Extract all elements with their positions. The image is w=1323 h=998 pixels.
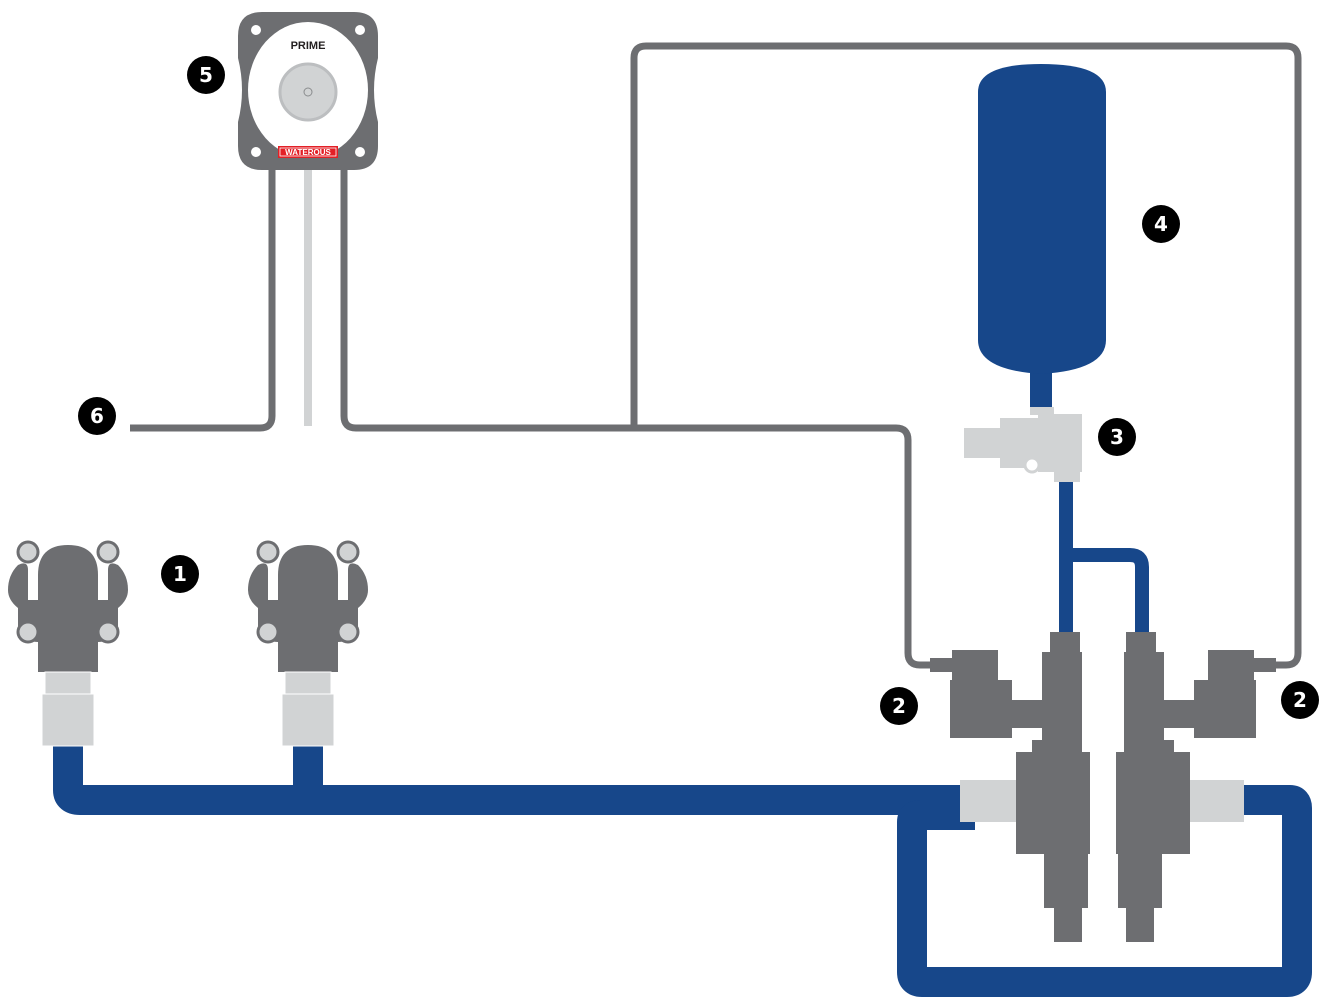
brand-plate (278, 146, 338, 158)
svg-text:4: 4 (1154, 212, 1168, 236)
air-line-vent-6 (130, 168, 276, 432)
screw-icon (251, 147, 261, 157)
screw-icon (355, 147, 365, 157)
return-loop-line (897, 785, 1312, 997)
bolt-icon (256, 620, 280, 644)
svg-text:2: 2 (1293, 688, 1307, 712)
valve-feed-lines (1059, 482, 1149, 635)
air-line-prime-to-valve (340, 168, 932, 669)
svg-text:1: 1 (173, 562, 187, 586)
brand-label: WATEROUS (285, 148, 331, 157)
callout-2-left: 2 (880, 687, 918, 725)
fitting-icon (41, 693, 95, 747)
callout-1: 1 (161, 555, 199, 593)
feed-line-right (1066, 548, 1149, 635)
callout-2-right: 2 (1281, 681, 1319, 719)
fitting-icon (281, 693, 335, 747)
prime-pushbutton[interactable] (278, 62, 338, 122)
prime-label: PRIME (291, 40, 326, 52)
svg-text:2: 2 (892, 694, 906, 718)
bolt-icon (16, 540, 40, 564)
intake-valve-2 (248, 540, 368, 747)
callout-4: 4 (1142, 205, 1180, 243)
bolt-icon (96, 540, 120, 564)
svg-text:3: 3 (1110, 425, 1124, 449)
check-valve (964, 407, 1082, 482)
prime-button-panel[interactable]: PRIME WATEROUS (238, 12, 378, 170)
priming-valve-assembly (930, 632, 1276, 942)
callout-5: 5 (187, 56, 225, 94)
fitting-icon (1190, 780, 1244, 822)
manifold-fittings (960, 780, 1244, 822)
intake-valve-1 (8, 540, 128, 747)
bolt-icon (16, 620, 40, 644)
callout-3: 3 (1098, 418, 1136, 456)
water-lines (53, 745, 1312, 997)
vacuum-tank (978, 64, 1106, 374)
bolt-icon (256, 540, 280, 564)
screw-icon (355, 25, 365, 35)
intake-manifold-line (53, 745, 975, 815)
air-line-top-loop (630, 42, 1302, 669)
fitting-icon (960, 780, 1016, 822)
bolt-icon (96, 620, 120, 644)
air-lines (130, 42, 1302, 669)
callout-6: 6 (78, 397, 116, 435)
svg-text:5: 5 (199, 63, 213, 87)
fitting-icon (44, 671, 92, 695)
svg-text:6: 6 (90, 404, 104, 428)
bolt-icon (336, 620, 360, 644)
bolt-icon (336, 540, 360, 564)
screw-icon (251, 25, 261, 35)
fitting-icon (284, 671, 332, 695)
